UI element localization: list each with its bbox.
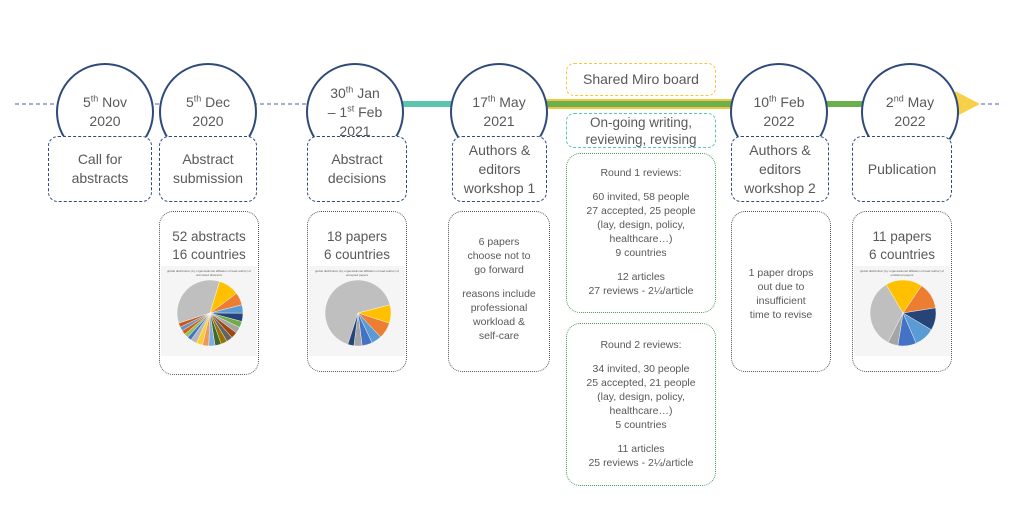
workshop2-panel: 1 paper drops out due to insufficient ti… (731, 211, 831, 372)
round1-line: 12 articles (617, 271, 665, 283)
workshop1-note-line (449, 277, 549, 287)
timeline-yellow-top (540, 99, 740, 101)
publication-pie-chart (869, 279, 937, 347)
timeline-green-segment (540, 101, 740, 107)
workshop1-note-line: 6 papers (478, 236, 520, 248)
decisions-pie-chart (324, 279, 392, 347)
workshop1-note-line: go forward (474, 264, 524, 276)
pie-slice (887, 312, 904, 346)
timeline-yellow-bottom (540, 107, 740, 109)
decisions-countries-count: 6 countries (323, 247, 391, 262)
timeline-teal-segment (398, 101, 460, 107)
round2-line: 11 articles (617, 443, 665, 455)
milestone-label-1: Call for abstracts (48, 136, 152, 202)
workshop2-note-line: out due to (757, 281, 805, 293)
submission-abstracts-count: 52 abstracts (172, 229, 246, 244)
round2-line: 5 countries (615, 419, 667, 431)
workshop1-note-line: self-care (478, 330, 520, 342)
pie-slice (324, 279, 391, 345)
pie-slice (176, 279, 220, 324)
submission-countries-count: 16 countries (172, 247, 246, 262)
round1-line: 60 invited, 58 people (592, 191, 690, 203)
publication-countries-count: 6 countries (868, 247, 936, 262)
milestone-label-5: Authors & editors workshop 2 (731, 136, 829, 202)
milestone-date-4: 17th May 2021 (450, 63, 548, 161)
round1-line: 27 reviews - 2¼/article (588, 285, 694, 297)
round1-title: Round 1 reviews: (600, 167, 682, 179)
milestone-label-2: Abstract submission (159, 136, 257, 202)
milestone-label-3: Abstract decisions (307, 136, 407, 202)
publication-chart-area: global distribution (by organisational a… (854, 266, 950, 356)
publication-papers-count: 11 papers (872, 229, 932, 244)
pie-slice (869, 284, 904, 343)
miro-board-banner: Shared Miro board (566, 63, 716, 96)
decisions-chart-area: global distribution (by organisational a… (309, 266, 405, 356)
round1-line: 27 accepted, 25 people (586, 205, 696, 217)
round1-line: healthcare…) (609, 233, 673, 245)
workshop1-note-line: choose not to (467, 250, 531, 262)
round2-title: Round 2 reviews: (600, 339, 682, 351)
workshop1-panel: 6 papers choose not to go forward reason… (448, 211, 550, 372)
decisions-papers-count: 18 papers (326, 229, 388, 244)
workshop1-notes: 6 papers choose not to go forward reason… (449, 235, 549, 343)
workshop2-note-line: time to revise (749, 309, 813, 321)
submission-pie-chart (176, 279, 244, 347)
round2-line: (lay, design, policy, (597, 391, 685, 403)
timeline-arrow (940, 91, 980, 117)
decisions-panel: 18 papers 6 countries global distributio… (307, 211, 407, 372)
workshop1-note-line: professional (470, 302, 528, 314)
submission-chart-area: global distribution (by organisational a… (161, 266, 257, 356)
workshop1-note-line: workload & (473, 316, 525, 328)
workshop2-note-line: insufficient (756, 295, 806, 307)
round2-line: 25 accepted, 21 people (586, 377, 696, 389)
round2-line: 25 reviews - 2¼/article (588, 457, 694, 469)
ongoing-writing-banner: On-going writing, reviewing, revising (566, 113, 716, 148)
round2-line: healthcare…) (609, 405, 673, 417)
milestone-label-6: Publication (852, 136, 952, 202)
round2-reviews-panel: Round 2 reviews: 34 invited, 30 people 2… (566, 323, 716, 486)
pie-slice (347, 312, 359, 346)
workshop1-note-line: reasons include (462, 288, 536, 300)
publication-chart-caption: global distribution (by organisational a… (860, 269, 944, 277)
timeline-green-segment-2 (823, 101, 863, 107)
round1-reviews-panel: Round 1 reviews: 60 invited, 58 people 2… (566, 153, 716, 313)
round1-line: 9 countries (615, 247, 667, 259)
round1-line: (lay, design, policy, (597, 219, 685, 231)
workshop2-note-line: 1 paper drops (748, 267, 814, 279)
decisions-chart-caption: global distribution (by organisational a… (315, 269, 399, 277)
pie-slice (178, 312, 211, 328)
round2-line: 34 invited, 30 people (592, 363, 690, 375)
submission-panel: 52 abstracts 16 countries global distrib… (159, 211, 259, 375)
publication-panel: 11 papers 6 countries global distributio… (852, 211, 952, 372)
milestone-label-4: Authors & editors workshop 1 (452, 136, 547, 202)
submission-chart-caption: global distribution (by organisational a… (167, 269, 251, 277)
